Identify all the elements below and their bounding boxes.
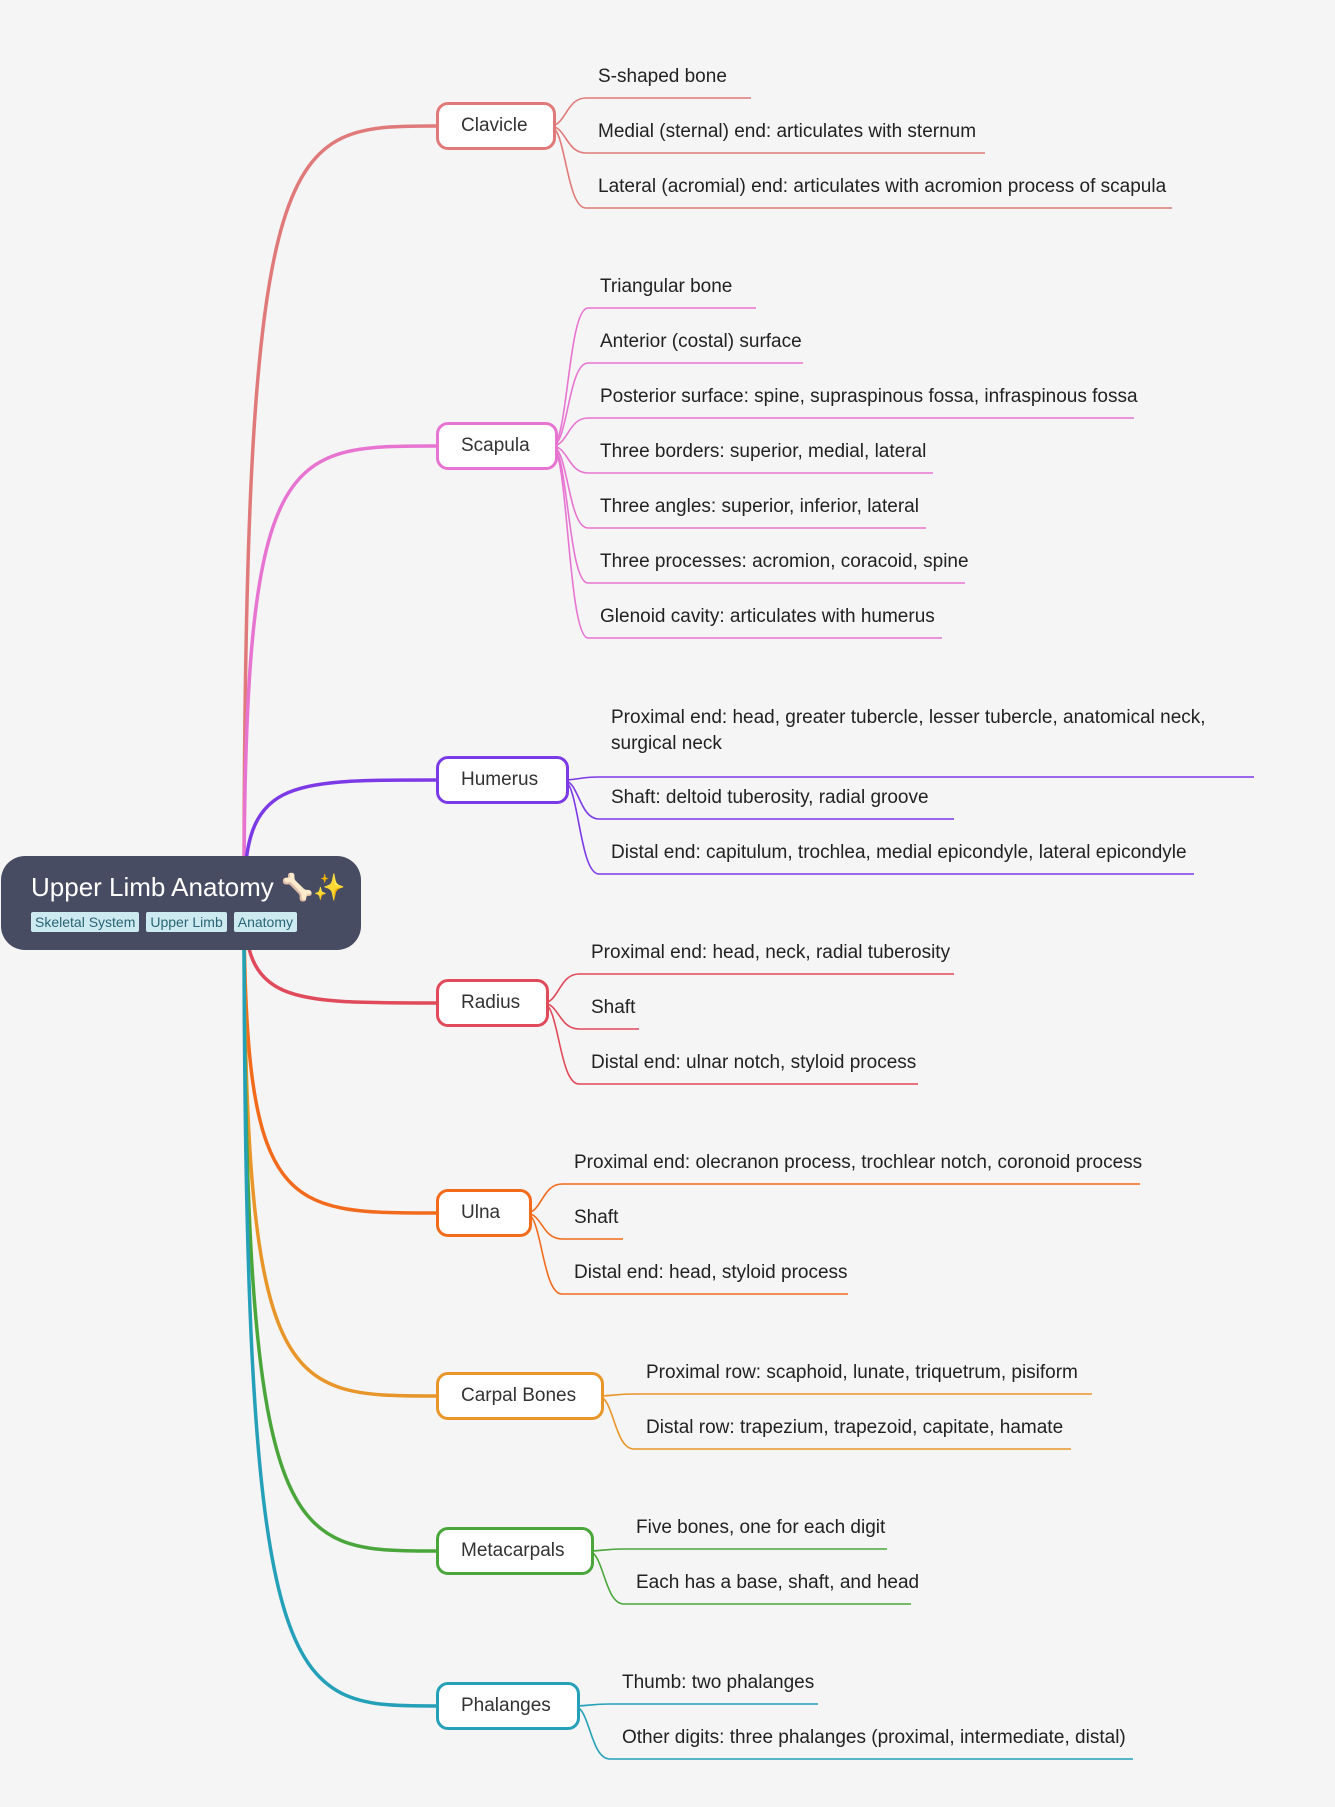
leaf-scapula[interactable]: Triangular bone	[600, 276, 733, 297]
leaf-radius[interactable]: Proximal end: head, neck, radial tuberos…	[591, 942, 951, 963]
leaf-scapula[interactable]: Posterior surface: spine, supraspinous f…	[600, 386, 1138, 407]
leaf-metacarpals[interactable]: Five bones, one for each digit	[636, 1517, 886, 1538]
leaf-scapula[interactable]: Three processes: acromion, coracoid, spi…	[600, 551, 969, 572]
tag[interactable]: Skeletal System	[31, 912, 140, 932]
leaf-connector	[573, 1703, 818, 1707]
leaf-connector	[597, 1393, 1092, 1397]
leaf-humerus[interactable]: Shaft: deltoid tuberosity, radial groove	[611, 787, 929, 808]
leaf-metacarpals[interactable]: Each has a base, shaft, and head	[636, 1572, 920, 1593]
root-tags: Skeletal System Upper Limb Anatomy	[31, 912, 361, 932]
branch-node-scapula[interactable]: Scapula	[436, 422, 558, 470]
leaf-phalanges[interactable]: Other digits: three phalanges (proximal,…	[622, 1727, 1126, 1748]
leaf-radius[interactable]: Distal end: ulnar notch, styloid process	[591, 1052, 917, 1073]
leaf-scapula[interactable]: Anterior (costal) surface	[600, 331, 802, 352]
branch-connector	[242, 444, 437, 901]
leaf-scapula[interactable]: Glenoid cavity: articulates with humerus	[600, 606, 935, 627]
branch-node-metacarpals[interactable]: Metacarpals	[436, 1527, 594, 1575]
leaf-carpal-bones[interactable]: Proximal row: scaphoid, lunate, triquetr…	[646, 1362, 1078, 1383]
leaf-connector	[562, 776, 1254, 781]
branch-node-clavicle[interactable]: Clavicle	[436, 102, 556, 150]
branch-node-radius[interactable]: Radius	[436, 979, 549, 1027]
leaf-humerus[interactable]: Distal end: capitulum, trochlea, medial …	[611, 842, 1187, 863]
leaf-ulna[interactable]: Proximal end: olecranon process, trochle…	[574, 1152, 1143, 1173]
branch-node-carpal-bones[interactable]: Carpal Bones	[436, 1372, 604, 1420]
leaf-clavicle[interactable]: Medial (sternal) end: articulates with s…	[598, 121, 977, 142]
branch-connector	[242, 899, 437, 1398]
leaf-scapula[interactable]: Three borders: superior, medial, lateral	[600, 441, 927, 462]
leaf-phalanges[interactable]: Thumb: two phalanges	[622, 1672, 815, 1693]
leaf-scapula[interactable]: Three angles: superior, inferior, latera…	[600, 496, 919, 517]
leaf-carpal-bones[interactable]: Distal row: trapezium, trapezoid, capita…	[646, 1417, 1064, 1438]
root-node[interactable]: Upper Limb Anatomy 🦴✨ Skeletal System Up…	[1, 856, 361, 950]
leaf-radius[interactable]: Shaft	[591, 997, 636, 1018]
leaf-humerus[interactable]: Proximal end: head, greater tubercle, le…	[611, 707, 1206, 754]
leaf-clavicle[interactable]: Lateral (acromial) end: articulates with…	[598, 176, 1167, 197]
root-title: Upper Limb Anatomy 🦴✨	[31, 872, 346, 902]
branch-connector	[242, 899, 437, 1708]
branch-connector	[242, 124, 437, 901]
leaf-clavicle[interactable]: S-shaped bone	[598, 66, 727, 87]
branch-node-humerus[interactable]: Humerus	[436, 756, 569, 804]
leaf-ulna[interactable]: Shaft	[574, 1207, 619, 1228]
branch-node-phalanges[interactable]: Phalanges	[436, 1682, 580, 1730]
tag[interactable]: Upper Limb	[146, 912, 227, 932]
tag[interactable]: Anatomy	[233, 912, 297, 932]
branch-connector	[242, 899, 437, 1553]
branch-node-ulna[interactable]: Ulna	[436, 1189, 532, 1237]
leaf-ulna[interactable]: Distal end: head, styloid process	[574, 1262, 848, 1283]
leaf-connector	[587, 1548, 887, 1552]
